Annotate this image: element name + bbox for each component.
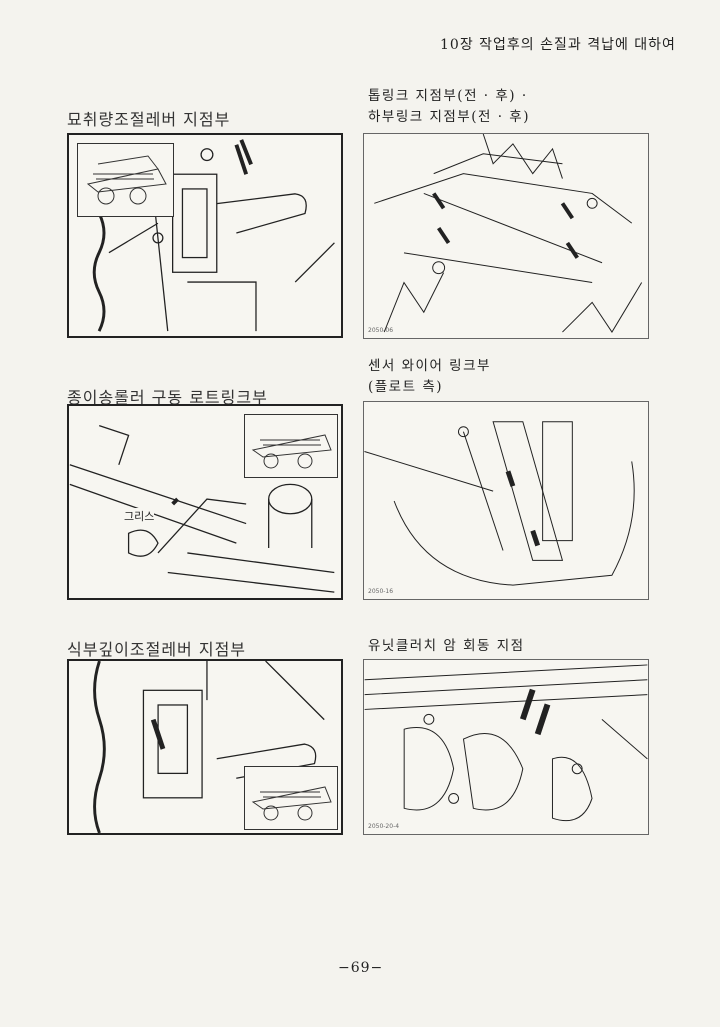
- chapter-header: 10장 작업후의 손질과 격납에 대하여: [440, 37, 676, 53]
- section-title-unit-clutch-arm: 유닛클러치 암 회동 지점: [368, 638, 525, 654]
- figure-sensor-wire: 2050-16: [363, 401, 649, 600]
- callout-grease: 그리스: [124, 508, 155, 524]
- page-number: −69−: [338, 960, 384, 976]
- section-title-planting-depth-lever: 식부깊이조절레버 지점부: [67, 640, 247, 659]
- figure-seedling-lever: [67, 133, 343, 338]
- figure-code: 2050-06: [368, 327, 394, 334]
- machine-inset-illustration: [244, 414, 338, 478]
- section-title-seedling-lever: 묘취량조절레버 지점부: [67, 110, 231, 129]
- figure-feed-roller: 그리스: [67, 404, 343, 600]
- section-title-top-link-line2: 하부링크 지점부(전 · 후): [368, 109, 530, 125]
- machine-inset-illustration: [77, 143, 174, 217]
- section-title-feed-roller: 종이송롤러 구동 로트링크부: [67, 388, 268, 407]
- figure-code: 2050-20-4: [368, 823, 400, 830]
- section-title-sensor-wire-line1: 센서 와이어 링크부: [368, 358, 491, 374]
- figure-unit-clutch-arm: 2050-20-4: [363, 659, 649, 835]
- figure-top-link: 2050-06: [363, 133, 649, 339]
- section-title-sensor-wire-line2: (플로트 측): [368, 379, 444, 395]
- figure-planting-depth-lever: [67, 659, 343, 835]
- figure-code: 2050-16: [368, 588, 394, 595]
- section-title-top-link-line1: 톱링크 지점부(전 · 후) ·: [368, 88, 528, 104]
- machine-inset-illustration: [244, 766, 338, 830]
